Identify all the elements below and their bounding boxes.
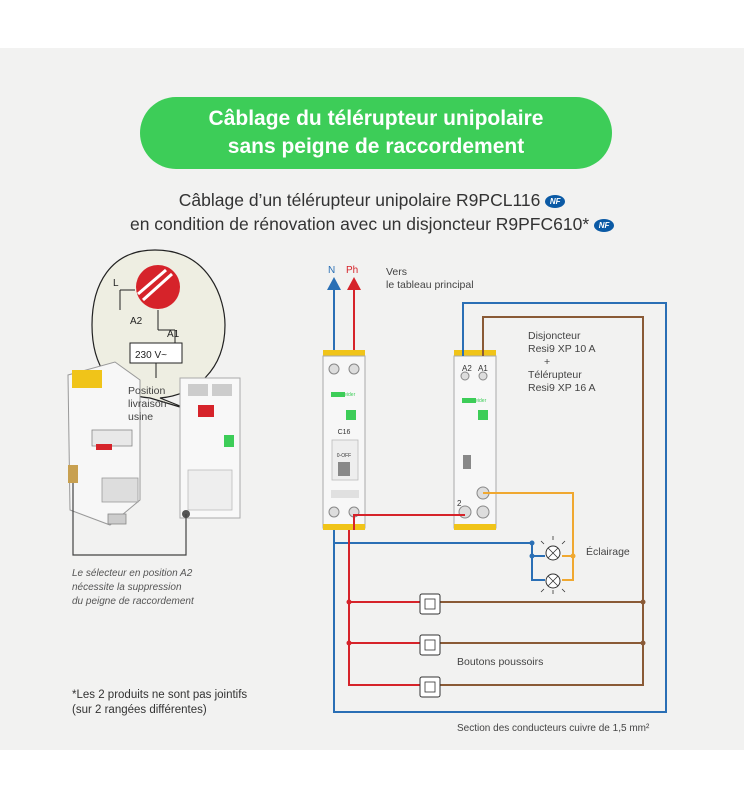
breaker-brand: Schneider: [333, 392, 356, 398]
device-illustration: [67, 361, 241, 556]
push-button-icon: [419, 634, 441, 656]
callout-l-label: L: [113, 278, 119, 289]
callout-a2-label: A2: [130, 316, 143, 327]
relay-a2-label: A2: [462, 364, 472, 373]
devices-label: Disjoncteur Resi9 XP 10 A + Télérupteur …: [528, 330, 596, 394]
subtitle-text-2: en condition de rénovation avec un disjo…: [129, 214, 590, 234]
phase-wire: [353, 514, 465, 530]
footnote: *Les 2 produits ne sont pas jointifs (su…: [72, 689, 248, 716]
phase-label: Ph: [346, 265, 358, 276]
lighting-label: Éclairage: [586, 546, 630, 558]
subtitle-text-1: Câblage d’un télérupteur unipolaire R9PC…: [178, 190, 541, 210]
push-button-icon: [419, 676, 441, 698]
relay-module: Schneider A2 A1 2: [453, 350, 497, 530]
to-panel-label: Vers le tableau principal: [386, 266, 474, 291]
relay-terminal-2-label: 2: [457, 499, 462, 508]
supply-arrows: [327, 277, 361, 358]
subtitle-line-2: en condition de rénovation avec un disjo…: [40, 214, 704, 235]
relay-a1-label: A1: [478, 364, 488, 373]
lamp-icon: [540, 573, 566, 594]
callout-a1-label: A1: [167, 329, 180, 340]
push-button-icon: [419, 593, 441, 615]
title-line-2: sans peigne de raccordement: [227, 135, 525, 158]
nf-logo-icon: NF: [545, 194, 566, 208]
selector-note: Le sélecteur en position A2 nécessite la…: [72, 568, 194, 607]
lamp-wire: [483, 492, 574, 581]
neutral-wire: [333, 302, 667, 713]
breaker-rating: C16: [338, 429, 351, 436]
neutral-label: N: [328, 265, 335, 276]
title-banner: Câblage du télérupteur unipolaire sans p…: [140, 97, 612, 169]
position-label: Position livraison usine: [128, 385, 167, 423]
callout-voltage-label: 230 V~: [135, 350, 167, 361]
lamp-icon: [540, 536, 566, 561]
push-buttons-label: Boutons poussoirs: [457, 656, 544, 668]
neutral-lamp-wire: [334, 542, 533, 556]
title-line-1: Câblage du télérupteur unipolaire: [208, 107, 544, 130]
breaker-off-label: 0-OFF: [337, 453, 351, 459]
relay-brand: Schneider: [464, 398, 487, 404]
breaker-module: Schneider C16 0-OFF: [322, 350, 366, 530]
nf-logo-icon: NF: [594, 218, 615, 232]
return-wire: [440, 316, 644, 686]
selector-switch-icon: [72, 370, 102, 388]
conductor-section-note: Section des conducteurs cuivre de 1,5 mm…: [457, 723, 650, 734]
subtitle-line-1: Câblage d’un télérupteur unipolaire R9PC…: [40, 190, 704, 211]
